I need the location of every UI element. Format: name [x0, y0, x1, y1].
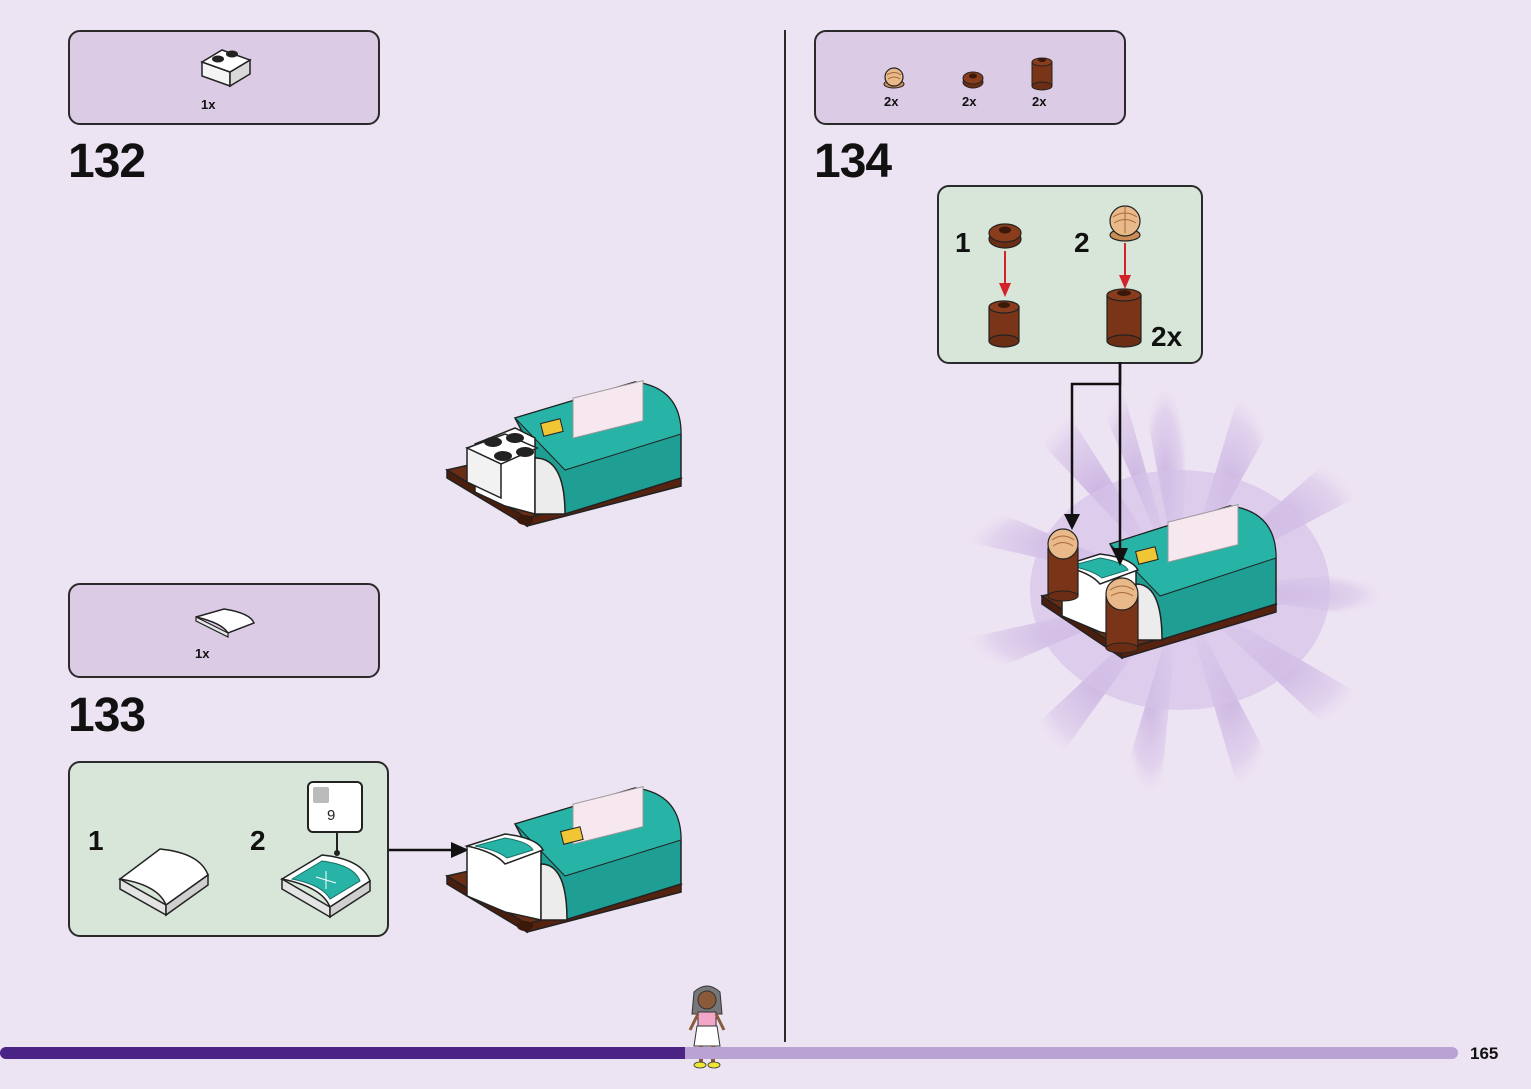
white-curved-slope-icon — [118, 848, 209, 917]
sub-step-number: 1 — [955, 227, 971, 258]
red-arrow-down — [1119, 243, 1131, 289]
parts-list-134: 2x 2x 2x — [814, 30, 1126, 125]
part-qty: 2x — [962, 94, 977, 109]
sub-assembly-134: 1 2 2x — [937, 185, 1203, 364]
progress-fill — [0, 1047, 685, 1059]
bed-model-step-133 — [445, 786, 683, 934]
bed-model-step-132 — [445, 380, 683, 528]
minidoll-figure-icon — [688, 985, 726, 1069]
sub-step-number: 1 — [88, 825, 104, 856]
brown-round-brick-icon — [988, 300, 1020, 348]
decorated-slope-icon — [279, 854, 371, 919]
sub-step-number: 2 — [250, 825, 266, 856]
tan-knob-icon — [1109, 205, 1141, 242]
callout-pointer — [334, 831, 340, 856]
sub-step-number: 2 — [1074, 227, 1090, 258]
tan-knob-icon — [883, 67, 905, 89]
step-number-133: 133 — [68, 689, 146, 742]
red-arrow-down — [999, 251, 1011, 297]
sub-multiplier: 2x — [1151, 321, 1183, 352]
callout-number: 9 — [327, 807, 336, 824]
part-qty: 1x — [195, 646, 210, 661]
white-curved-slope-icon — [195, 608, 255, 638]
part-qty: 2x — [884, 94, 899, 109]
arrow-to-model-133 — [389, 842, 469, 858]
parts-list-132: 1x — [68, 30, 380, 125]
brown-round-brick-icon — [1031, 57, 1053, 91]
callout-box: 9 — [307, 781, 363, 833]
sub-assembly-133: 1 2 9 — [68, 761, 389, 937]
step-number-132: 132 — [68, 135, 146, 188]
sticker-corner-icon — [313, 787, 329, 803]
part-qty: 2x — [1032, 94, 1047, 109]
white-brick-1x2-icon — [200, 49, 252, 88]
part-qty: 1x — [201, 97, 216, 112]
parts-list-133: 1x — [68, 583, 380, 678]
brown-round-plate-icon — [962, 71, 984, 89]
step-number-134: 134 — [814, 135, 892, 188]
placement-arrows-134 — [1064, 362, 1128, 566]
page-number: 165 — [1470, 1044, 1499, 1063]
brown-round-plate-icon — [988, 223, 1022, 249]
brown-round-brick-icon — [1106, 288, 1142, 348]
bed-model-step-134 — [1040, 504, 1278, 660]
page-divider — [784, 30, 786, 1042]
